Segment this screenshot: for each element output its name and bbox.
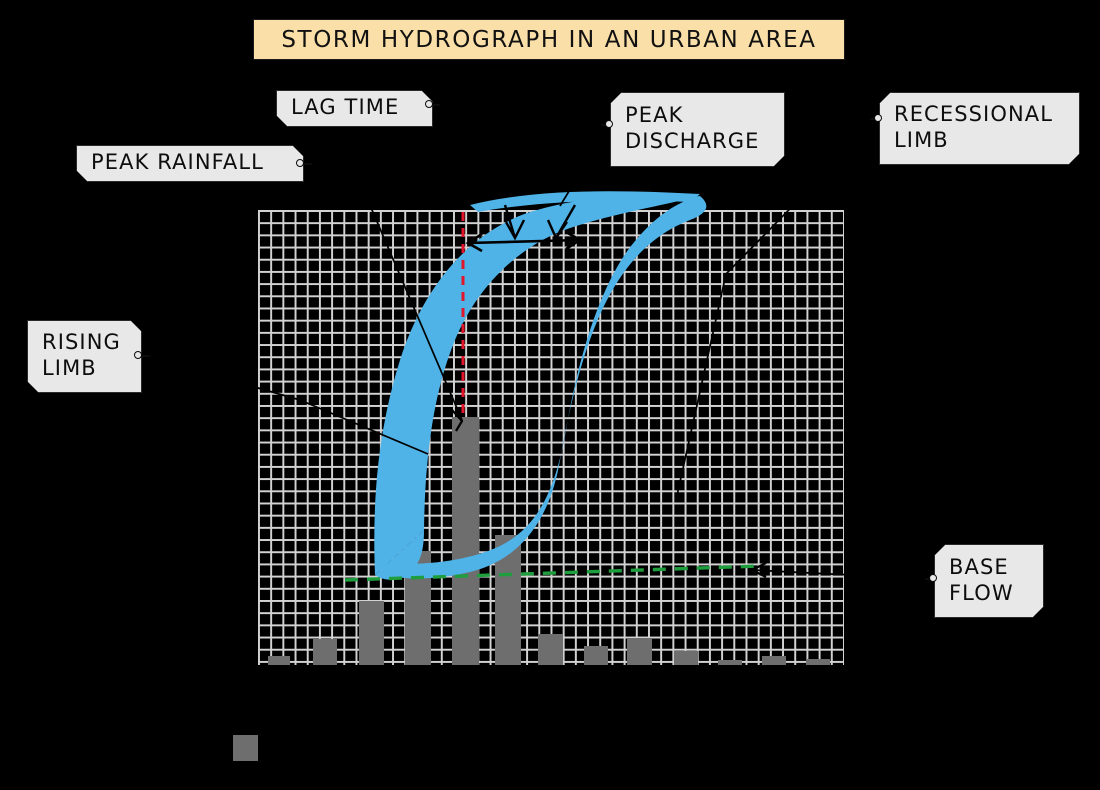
callout-peak-discharge-text: PEAK DISCHARGE (625, 103, 760, 153)
rainfall-bar-1 (268, 656, 290, 665)
callout-rising-limb-text: RISING LIMB (42, 330, 121, 380)
callout-peak-rainfall[interactable]: PEAK RAINFALL (76, 145, 304, 182)
rainfall-bar-4 (405, 551, 431, 665)
legend-swatch-rainfall (233, 735, 258, 761)
lag-time-connector-dot (425, 100, 433, 108)
rainfall-bar-3 (359, 601, 384, 665)
lag-time-connector-stub (429, 104, 440, 106)
callout-peak-discharge[interactable]: PEAK DISCHARGE (610, 92, 785, 167)
page-title: STORM HYDROGRAPH IN AN URBAN AREA (253, 19, 845, 60)
peak-rainfall-connector-stub (301, 163, 312, 165)
recessional-limb-connector-dot (874, 114, 882, 122)
rainfall-bar-12 (762, 656, 786, 665)
rainfall-bar-13 (806, 659, 830, 665)
peak-discharge-connector-dot (605, 120, 613, 128)
callout-peak-rainfall-text: PEAK RAINFALL (91, 150, 264, 175)
callout-lag-time-text: LAG TIME (291, 95, 400, 120)
rainfall-bar-9 (627, 638, 652, 665)
peak-rainfall-connector-dot (296, 159, 304, 167)
callout-rising-limb[interactable]: RISING LIMB (27, 320, 142, 393)
base-flow-connector-dot (929, 574, 937, 582)
rainfall-bar-6 (495, 535, 521, 665)
rainfall-bar-7 (538, 634, 563, 665)
callout-base-flow-text: BASE FLOW (949, 554, 1014, 605)
callout-lag-time[interactable]: LAG TIME (276, 90, 433, 127)
rainfall-bar-5 (452, 417, 479, 665)
callout-recessional-limb-text: RECESSIONAL LIMB (894, 102, 1054, 152)
rainfall-bar-10 (674, 651, 698, 665)
callout-base-flow[interactable]: BASE FLOW (934, 544, 1044, 618)
rainfall-bar-8 (584, 646, 608, 665)
rainfall-bar-11 (718, 660, 742, 665)
rising-limb-connector-stub (139, 355, 150, 357)
rainfall-bar-2 (313, 639, 337, 665)
callout-recessional-limb[interactable]: RECESSIONAL LIMB (879, 92, 1080, 165)
rising-limb-connector-dot (134, 351, 142, 359)
